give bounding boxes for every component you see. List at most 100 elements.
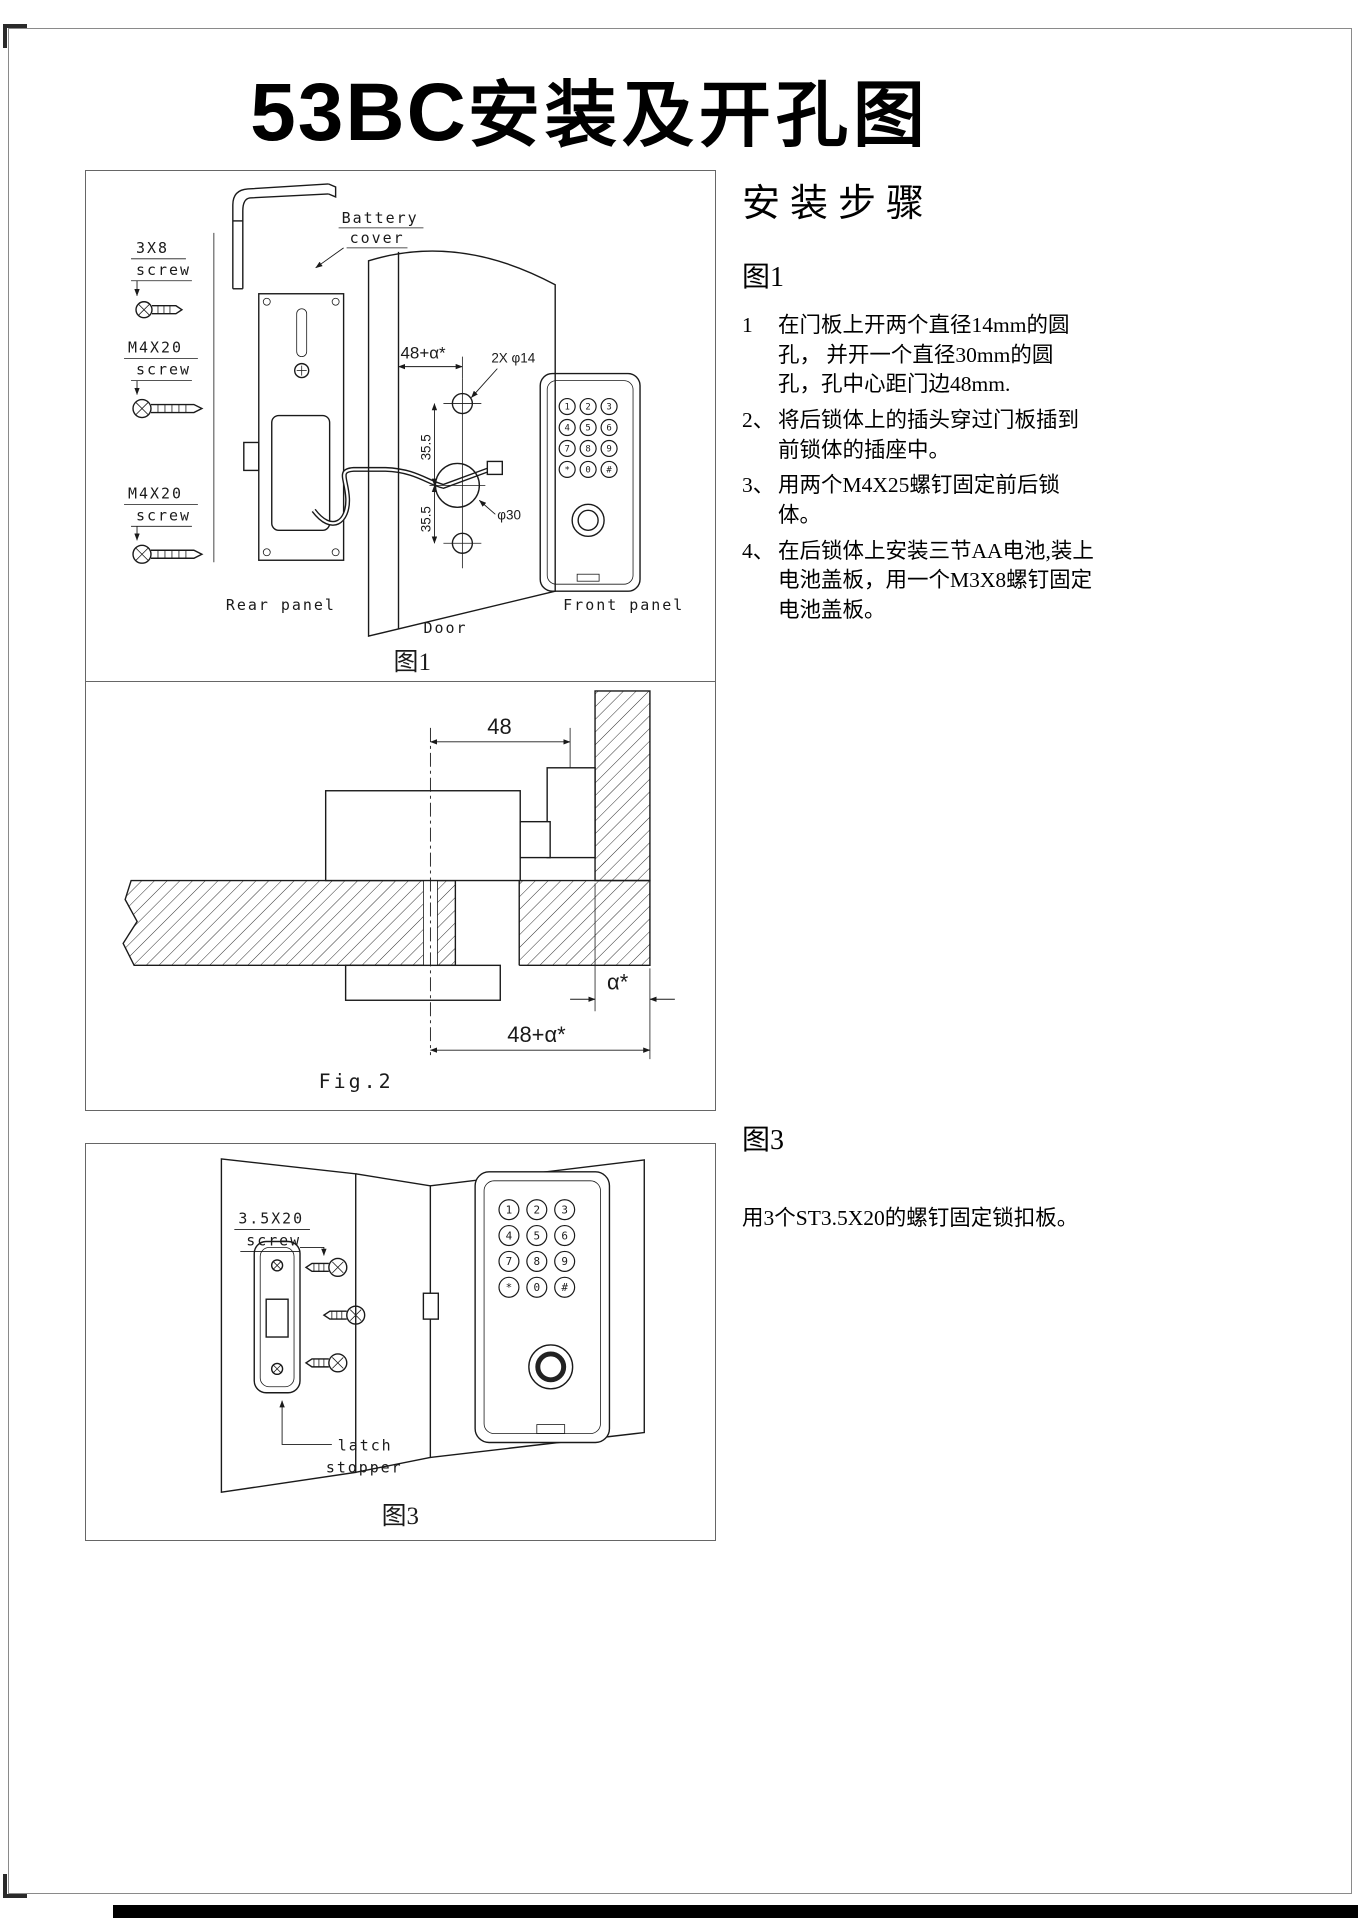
dim-355-lower: 35.5	[418, 506, 433, 532]
front-panel-section	[344, 964, 501, 1001]
dim-total-label: 48+α*	[507, 1022, 566, 1047]
screw-label: screw	[246, 1231, 301, 1249]
svg-text:#: #	[561, 1281, 568, 1294]
step-text: 在后锁体上安装三节AA电池,装上电池盖板，用一个M3X8螺钉固定电池盖板。	[778, 538, 1094, 622]
svg-text:7: 7	[564, 445, 569, 455]
screw-label: screw	[136, 361, 191, 379]
svg-text:3: 3	[561, 1203, 568, 1216]
step-number: 1	[742, 313, 753, 337]
footer-bar	[113, 1905, 1358, 1918]
screw-st3520	[323, 1305, 366, 1325]
figure2-box: 48 α* 48+α* Fig.2	[85, 681, 716, 1111]
door-panel	[367, 250, 556, 637]
svg-text:9: 9	[561, 1255, 568, 1268]
screw-label: screw	[136, 261, 191, 279]
rear-panel-label: Rear panel	[226, 596, 336, 614]
svg-text:1: 1	[506, 1203, 513, 1216]
svg-text:7: 7	[506, 1255, 513, 1268]
svg-text:9: 9	[606, 445, 611, 455]
step-2: 2、 将后锁体上的插头穿过门板插到前锁体的插座中。	[742, 406, 1094, 465]
dim-30-label: φ30	[497, 507, 521, 522]
dim-48-label: 48	[487, 714, 511, 739]
connector-cable	[311, 466, 491, 526]
dim-2x14-label: 2X φ14	[491, 351, 535, 366]
fig1-dimensions: 48+α* 2X φ14 35.5 35.5 φ30	[398, 344, 536, 544]
fig1-drawing: Battery cover 3X8 screw M4X20 screw	[124, 183, 684, 676]
screw-size-label: M4X20	[128, 339, 183, 357]
leader-line	[300, 1247, 327, 1256]
svg-text:*: *	[506, 1281, 513, 1294]
fig3-instructions: 图3 用3个ST3.5X20的螺钉固定锁扣板。	[742, 1118, 1082, 1234]
fig2-dimensions: 48 α* 48+α*	[429, 714, 675, 1060]
corner-mark	[3, 24, 7, 48]
svg-text:5: 5	[534, 1229, 541, 1242]
step-number: 3、	[742, 473, 775, 498]
screw-st3520	[305, 1257, 348, 1278]
corner-mark	[3, 24, 27, 28]
strike-box-section	[546, 767, 596, 859]
step-text: 将后锁体上的插头穿过门板插到前锁体的插座中。	[778, 407, 1080, 462]
dim-48a-label: 48+α*	[401, 344, 447, 363]
figure1-box: Battery cover 3X8 screw M4X20 screw	[85, 170, 716, 682]
svg-text:4: 4	[506, 1229, 513, 1242]
battery-cover-label: Battery	[342, 209, 419, 227]
cable-plug	[486, 460, 503, 476]
svg-text:0: 0	[534, 1281, 541, 1294]
drilled-holes-section	[423, 879, 520, 967]
svg-text:6: 6	[606, 424, 611, 434]
page-border	[8, 28, 1352, 1894]
door-frame-section	[594, 690, 651, 882]
screw-size-label: 3X8	[136, 239, 169, 257]
svg-text:2: 2	[534, 1203, 541, 1216]
svg-text:*: *	[564, 466, 569, 476]
rear-panel	[243, 293, 345, 561]
step-number: 4、	[742, 538, 775, 563]
corner-mark	[3, 1894, 27, 1898]
screw-st3520	[305, 1353, 348, 1373]
latch-stopper-label: stopper	[326, 1458, 403, 1476]
screw-m4x20-upper: M4X20 screw	[124, 339, 204, 419]
svg-text:4: 4	[564, 424, 569, 434]
fig3-caption: 图3	[382, 1503, 419, 1530]
door-latch	[422, 1292, 440, 1320]
svg-text:#: #	[606, 466, 612, 476]
front-panel-label: Front panel	[563, 596, 684, 614]
screw-size-label: 3.5X20	[238, 1210, 304, 1228]
screw-label: screw	[136, 506, 191, 524]
knob-outer	[571, 503, 605, 537]
fig2-caption: Fig.2	[319, 1069, 394, 1093]
latch-stopper-label: latch	[338, 1436, 393, 1454]
svg-text:2: 2	[585, 403, 590, 413]
step-3: 3、 用两个M4X25螺钉固定前后锁体。	[742, 471, 1094, 530]
fig2-drawing: 48 α* 48+α* Fig.2	[122, 690, 675, 1093]
latch-stopper-plate	[253, 1240, 301, 1394]
door-label: Door	[423, 619, 467, 637]
step-1: 1 在门板上开两个直径14mm的圆孔， 并开一个直径30mm的圆孔，孔中心距门边…	[742, 311, 1094, 400]
screw-size-label: M4X20	[128, 484, 183, 502]
step-number: 2、	[742, 407, 775, 432]
latch-bolt-section	[519, 820, 551, 859]
svg-text:8: 8	[585, 445, 590, 455]
corner-mark	[3, 1874, 7, 1898]
dim-355-upper: 35.5	[418, 434, 433, 460]
knob-inner	[577, 509, 599, 531]
step-text: 用两个M4X25螺钉固定前后锁体。	[778, 473, 1060, 527]
screw-3x8: 3X8 screw	[131, 239, 192, 319]
knob-outer	[528, 1344, 574, 1390]
step-text: 在门板上开两个直径14mm的圆孔， 并开一个直径30mm的圆孔，孔中心距门边48…	[778, 313, 1070, 397]
rear-lock-body-section	[324, 790, 521, 882]
step-4: 4、 在后锁体上安装三节AA电池,装上电池盖板，用一个M3X8螺钉固定电池盖板。	[742, 537, 1094, 626]
battery-cover-bracket	[232, 183, 337, 290]
fig3-label: 图3	[742, 1125, 785, 1156]
fig1-caption: 图1	[394, 649, 431, 676]
svg-text:3: 3	[606, 403, 611, 413]
door-section	[122, 879, 651, 967]
svg-text:5: 5	[585, 424, 590, 434]
page-title: 53BC安装及开孔图	[20, 56, 1160, 161]
instructions-panel: 安装步骤 图1 1 在门板上开两个直径14mm的圆孔， 并开一个直径30mm的圆…	[742, 172, 1094, 1230]
fig3-text: 用3个ST3.5X20的螺钉固定锁扣板。	[742, 1206, 1079, 1230]
